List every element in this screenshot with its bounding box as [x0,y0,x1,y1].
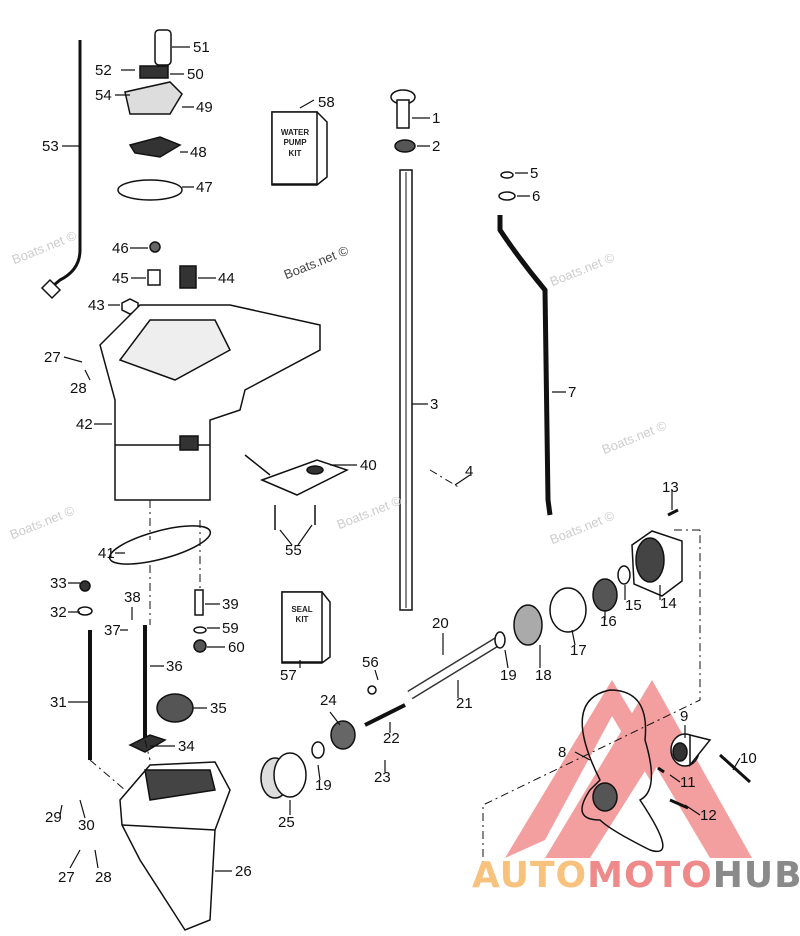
part-number-label: 18 [535,667,552,684]
part-number-label: 21 [456,695,473,712]
part-number-label: 35 [210,700,227,717]
part-number-label: 56 [362,654,379,671]
part-number-label: 27 [58,869,75,886]
part-number-label: 28 [70,380,87,397]
seal-kit-text: SEAL KIT [285,605,319,626]
water-pump-kit-text: WATER PUMP KIT [276,128,314,159]
part-number-label: 3 [430,396,439,413]
part-number-label: 6 [532,188,541,205]
plate-40 [259,459,349,496]
part-number-label: 49 [196,99,213,116]
propeller-8 [581,689,752,853]
kit-text-line: KIT [295,615,309,625]
part-number-label: 12 [700,807,717,824]
automotohub-watermark: AUTOMOTOHUB [472,855,800,896]
part-number-label: 37 [104,622,121,639]
part-number-label: 38 [124,589,141,606]
part-number-label: 29 [45,809,62,826]
part-number-label: 45 [112,270,129,287]
plate-47 [117,179,183,201]
part-number-label: 41 [98,545,115,562]
part-number-label: 20 [432,615,449,632]
part-number-label: 1 [432,110,441,127]
part-number-label: 46 [112,240,129,257]
part-number-label: 40 [360,457,377,474]
part-number-label: 26 [235,863,252,880]
part-number-label: 54 [95,87,112,104]
brand-hub: HUB [712,855,800,896]
part-number-label: 17 [570,642,587,659]
kit-text-line: KIT [288,148,302,158]
part-number-label: 51 [193,39,210,56]
part-51 [154,29,172,66]
kit-text-line: SEAL [291,605,313,614]
impeller-48 [128,136,182,158]
part-number-label: 9 [680,708,689,725]
part-number-label: 33 [50,575,67,592]
part-number-label: 47 [196,179,213,196]
brand-auto: AUTO [472,855,588,896]
part-number-label: 42 [76,416,93,433]
part-number-label: 32 [50,604,67,621]
part-50 [139,65,169,79]
part-number-label: 25 [278,814,295,831]
part-number-label: 43 [88,297,105,314]
part-number-label: 34 [178,738,195,755]
watermark-logo [505,680,752,858]
part-number-label: 23 [374,769,391,786]
part-number-label: 11 [680,774,696,791]
part-number-label: 52 [95,62,112,79]
part-number-label: 53 [42,138,59,155]
kit-text-line: PUMP [283,138,307,148]
part-number-label: 19 [315,777,332,794]
part-number-label: 44 [218,270,235,287]
shift-rod-53 [47,40,82,292]
part-number-label: 36 [166,658,183,675]
part-number-label: 13 [662,479,679,496]
part-number-label: 59 [222,620,239,637]
part-number-label: 4 [465,463,474,480]
shift-rod-7 [497,215,553,516]
kit-text-line: WATER [280,128,310,137]
brand-moto: MOTO [587,855,713,896]
pump-housing-49 [124,81,183,115]
part-number-label: 14 [660,595,677,612]
part-number-label: 58 [318,94,335,111]
part-number-label: 55 [285,542,302,559]
part-number-label: 48 [190,144,207,161]
part-number-label: 28 [95,869,112,886]
part-number-label: 8 [558,744,567,761]
part-number-label: 22 [383,730,400,747]
part-number-label: 19 [500,667,517,684]
part-number-label: 60 [228,639,245,656]
gearcase-26 [119,761,231,931]
part-number-label: 39 [222,596,239,613]
part-number-label: 57 [280,667,297,684]
part-number-label: 50 [187,66,204,83]
part-number-label: 5 [530,165,539,182]
part-number-label: 24 [320,692,337,709]
part-number-label: 31 [50,694,67,711]
part-number-label: 16 [600,613,617,630]
part-number-label: 2 [432,138,441,155]
part-number-label: 30 [78,817,95,834]
part-number-label: 27 [44,349,61,366]
part-number-label: 15 [625,597,642,614]
part-number-label: 7 [568,384,577,401]
part-number-label: 10 [740,750,757,767]
